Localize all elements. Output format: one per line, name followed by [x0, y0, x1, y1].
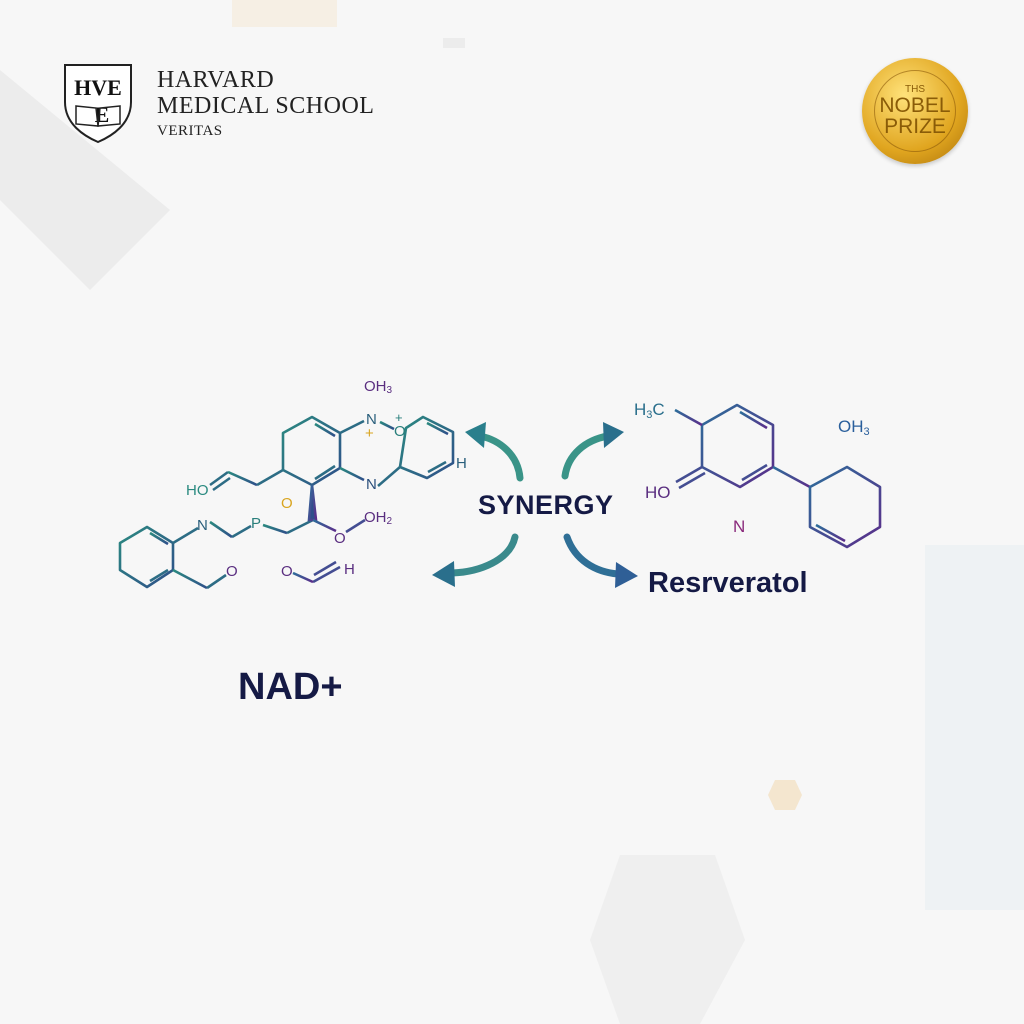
- nad-label: NAD+: [238, 666, 343, 708]
- resveratrol-structure: [674, 403, 882, 549]
- arrow-bottom-left: [448, 533, 519, 577]
- atom-oh3: OH3: [838, 417, 870, 438]
- arrowhead-icon: [615, 562, 638, 588]
- bg-shape: [925, 545, 1024, 910]
- atom-o-plus: O: [394, 423, 406, 440]
- atom-o: O: [281, 563, 293, 580]
- atom-p: P: [251, 515, 261, 532]
- atom-ho: HO: [186, 482, 209, 499]
- arrowhead-icon: [432, 561, 455, 587]
- atom-h3c: H3C: [634, 400, 665, 421]
- atom-h: H: [456, 455, 467, 472]
- nobel-prize-medal: THS NOBEL PRIZE: [862, 58, 968, 164]
- synergy-label: SYNERGY: [478, 490, 614, 520]
- bg-shape: [443, 38, 465, 48]
- resveratrol-label: Resrveratol: [648, 567, 808, 599]
- atom-ho: HO: [645, 483, 671, 502]
- atom-n-plus: N: [366, 411, 377, 428]
- atom-n: N: [366, 476, 377, 493]
- charge-plus: +: [395, 410, 403, 425]
- arrow-bottom-right: [563, 533, 622, 578]
- institution-name-line2: MEDICAL SCHOOL: [157, 93, 375, 119]
- atom-oh3: OH3: [364, 378, 393, 396]
- arrow-top-left: [476, 432, 524, 482]
- atom-o: O: [334, 530, 346, 547]
- bg-shape: [590, 855, 745, 1024]
- arrowhead-icon: [465, 422, 486, 448]
- charge-plus: +: [365, 425, 374, 442]
- svg-text:HVE: HVE: [74, 75, 122, 100]
- bg-shape: [768, 780, 802, 810]
- atom-o: O: [226, 563, 238, 580]
- atom-n: N: [733, 517, 745, 536]
- resveratrol-atom-labels: H3C HO N OH3: [634, 400, 870, 536]
- harvard-shield-logo: HVE E: [64, 64, 132, 144]
- nad-structure-lower: [285, 410, 377, 584]
- bg-shape: [0, 70, 170, 290]
- medal-top-text: THS: [905, 84, 925, 95]
- atom-oh2: OH2: [364, 509, 393, 527]
- institution-name-line1: HARVARD: [157, 67, 275, 93]
- atom-h: H: [344, 561, 355, 578]
- nad-structure: [118, 415, 455, 590]
- bg-shape: [232, 0, 337, 27]
- motto: VERITAS: [157, 123, 223, 139]
- synergy-arrows: [432, 422, 638, 588]
- atom-o-orange: O: [281, 495, 293, 512]
- atom-n: N: [197, 517, 208, 534]
- medal-line1: NOBEL: [879, 94, 951, 117]
- medal-line2: PRIZE: [884, 115, 946, 138]
- arrow-top-right: [561, 432, 612, 480]
- arrowhead-icon: [603, 422, 624, 448]
- nad-atom-labels: OH3 N + O + H HO N O P O N OH2 O O H: [186, 378, 467, 580]
